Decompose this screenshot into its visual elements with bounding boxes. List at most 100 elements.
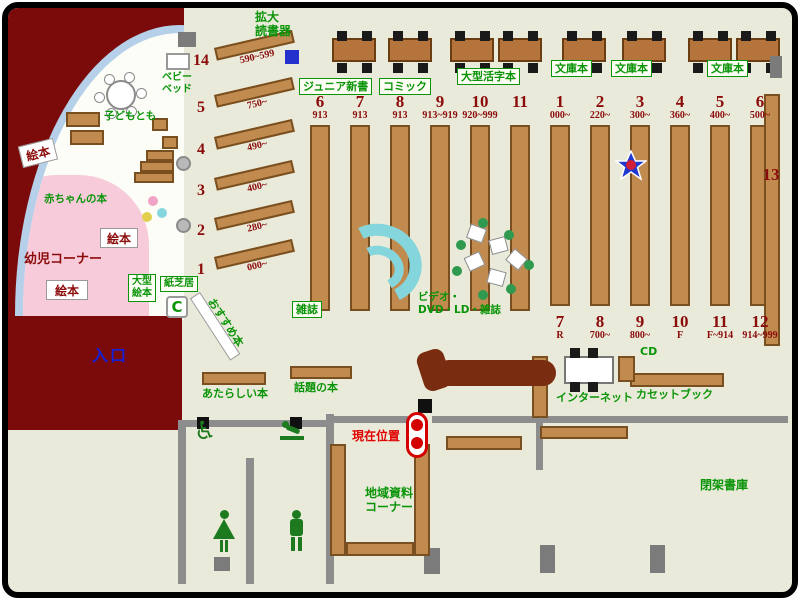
shelf-number: 5 <box>197 99 205 116</box>
bookshelf <box>70 130 104 145</box>
icon-head <box>292 510 301 519</box>
wall <box>543 416 788 423</box>
kids-stool <box>157 208 167 218</box>
baby-bed-line2: ベッド <box>162 84 192 95</box>
chair <box>693 63 703 73</box>
chair <box>652 63 662 73</box>
shelf-range: 360~ <box>669 110 691 121</box>
bookshelf <box>152 118 168 131</box>
bookshelf <box>134 172 174 183</box>
shelf-number: 14 <box>193 52 209 69</box>
shelf-range: 920~999 <box>462 110 498 121</box>
magazine-label: 雑誌 <box>292 301 322 319</box>
shelf-range: 800~ <box>629 330 651 341</box>
bookshelf <box>764 94 780 346</box>
shelf-number: 5 <box>715 92 725 111</box>
shelf-range: 500~ <box>749 110 771 121</box>
wall <box>334 416 408 423</box>
bookshelf <box>66 112 100 127</box>
pillar <box>650 545 665 573</box>
chair <box>418 63 428 73</box>
bookshelf <box>710 125 730 306</box>
shelf-range: F <box>676 330 684 341</box>
reading-table <box>332 31 376 73</box>
magnifier-label-line2: 読書器 <box>255 24 292 39</box>
shelf-number: 7 <box>355 92 365 111</box>
pillar <box>770 56 782 78</box>
shelf-number: 10 <box>671 312 689 331</box>
chair <box>124 72 135 83</box>
shelf-number: 7 <box>555 312 565 331</box>
chair <box>567 31 577 41</box>
current-location-marker <box>406 412 428 458</box>
entrance-wall <box>8 316 182 430</box>
toddler-corner-label: 幼児コーナー <box>24 252 103 267</box>
chair <box>570 382 580 392</box>
chair <box>528 63 538 73</box>
baby-bed-label: ベビー ベッド <box>162 72 192 96</box>
chair <box>741 31 751 41</box>
large-picture-books-label: 大型 絵本 <box>128 274 156 302</box>
bunko-label-2: 文庫本 <box>611 60 652 78</box>
mens-toilet-icon <box>284 510 308 554</box>
shelf-range: R <box>556 330 564 341</box>
shelf-number: 8 <box>395 92 405 111</box>
icon-dress <box>213 519 235 539</box>
shelf-range: 700~ <box>589 330 611 341</box>
icon-leg <box>220 540 223 552</box>
door-marker <box>197 417 209 429</box>
chair <box>588 382 598 392</box>
bunko-label-1: 文庫本 <box>551 60 592 78</box>
chair <box>337 63 347 73</box>
reading-table <box>688 31 732 73</box>
baby-books-label: 赤ちゃんの本 <box>44 193 107 205</box>
bookshelf <box>390 125 410 311</box>
chair <box>418 31 428 41</box>
chair <box>480 31 490 41</box>
picture-books-shelf-label: 絵本 <box>46 280 88 300</box>
baby-head <box>282 421 289 428</box>
wall <box>178 427 186 584</box>
shelf-number: 1 <box>197 261 205 278</box>
reading-table <box>388 31 432 73</box>
bookshelf <box>350 125 370 311</box>
diagonal-shelf: 490~ <box>214 118 301 160</box>
accessible-toilet-icon: ♿ <box>194 416 217 445</box>
bookshelf <box>140 161 174 172</box>
shelf-range: 913 <box>312 110 328 121</box>
pillar <box>178 32 196 47</box>
bookshelf <box>630 373 724 387</box>
magnifier-label-line1: 拡大 <box>255 10 280 24</box>
large-picture-books-line1: 大型 <box>132 276 152 287</box>
chair <box>503 31 513 41</box>
bookshelf <box>670 125 690 306</box>
chair <box>766 31 776 41</box>
bookshelf <box>550 125 570 306</box>
chair <box>94 92 105 103</box>
large-picture-books-line2: 絵本 <box>132 288 152 299</box>
bookshelf <box>290 366 352 379</box>
pillar <box>540 545 555 573</box>
pillar-column <box>176 156 191 171</box>
door-marker <box>418 399 432 413</box>
baby-body <box>285 424 301 435</box>
shelf-range: 913 <box>352 110 368 121</box>
chair <box>652 31 662 41</box>
shelf-number: 9 <box>635 312 645 331</box>
chair <box>693 31 703 41</box>
closed-stacks-label: 閉架書庫 <box>700 478 749 492</box>
stool <box>524 260 534 270</box>
star-marker <box>615 150 647 181</box>
chair <box>362 63 372 73</box>
bookshelf <box>590 125 610 306</box>
video-label-line2: DVD・LD・雑誌 <box>418 303 501 316</box>
cassette-label: カセットブック <box>636 388 713 401</box>
chair <box>627 31 637 41</box>
bookshelf <box>430 125 450 311</box>
wall <box>536 416 543 470</box>
chair <box>393 31 403 41</box>
bookshelf <box>310 125 330 311</box>
changing-table <box>280 436 304 440</box>
marker-dot <box>411 437 423 449</box>
chair <box>393 63 403 73</box>
